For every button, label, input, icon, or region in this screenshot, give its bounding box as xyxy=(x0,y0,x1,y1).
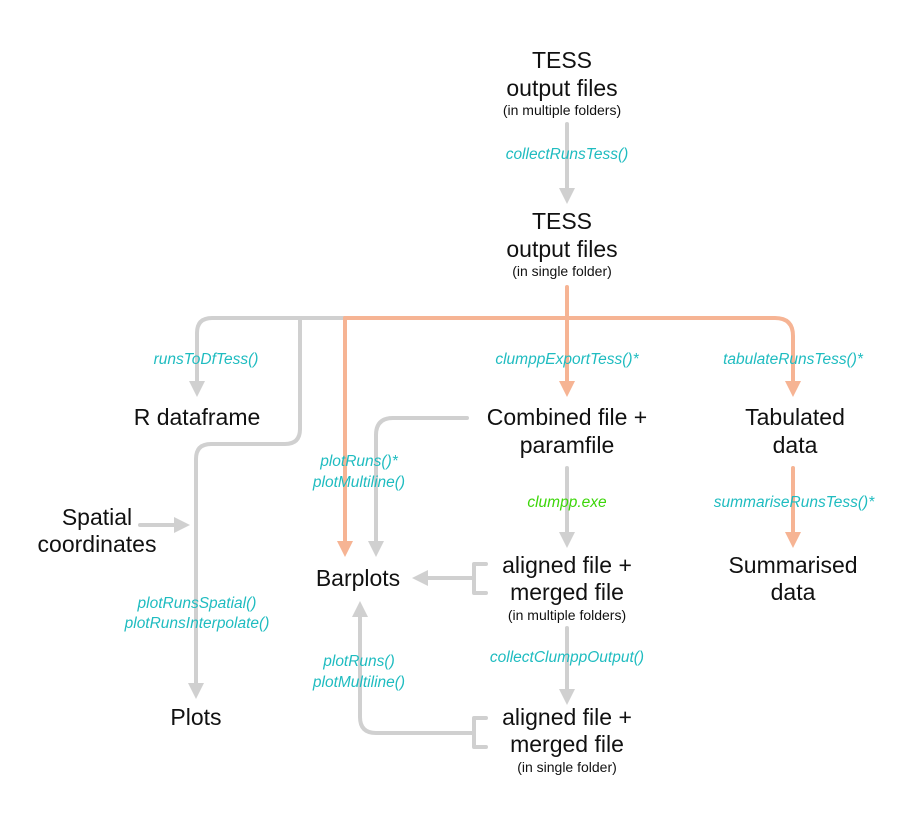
label-collect-clumpp-output: collectClumppOutput() xyxy=(490,649,644,666)
svg-text:merged file: merged file xyxy=(510,579,624,605)
label-clumpp-exe: clumpp.exe xyxy=(527,494,607,511)
svg-text:(in multiple folders): (in multiple folders) xyxy=(508,607,626,623)
svg-text:(in multiple folders): (in multiple folders) xyxy=(503,102,621,118)
svg-text:Summarised: Summarised xyxy=(728,552,857,578)
label-plot-multiline: plotMultiline() xyxy=(312,674,405,691)
label-plot-multiline-star: plotMultiline() xyxy=(312,474,405,491)
svg-text:(in single folder): (in single folder) xyxy=(512,263,612,279)
svg-text:TESS: TESS xyxy=(532,208,592,234)
svg-text:Plots: Plots xyxy=(170,704,221,730)
node-tess-multiple-folders: TESS output files (in multiple folders) xyxy=(503,47,621,118)
svg-text:coordinates: coordinates xyxy=(38,531,157,557)
edge-aligned-single-to-barplots xyxy=(352,601,476,735)
svg-text:output files: output files xyxy=(506,236,617,262)
node-spatial-coordinates: Spatial coordinates xyxy=(38,504,157,557)
svg-text:paramfile: paramfile xyxy=(520,432,615,458)
label-runs-to-df-tess: runsToDfTess() xyxy=(154,351,259,368)
label-plot-runs: plotRuns() xyxy=(322,653,395,670)
node-aligned-multiple-folders: aligned file + merged file (in multiple … xyxy=(502,552,632,623)
edge-to-plots xyxy=(188,316,302,699)
node-r-dataframe: R dataframe xyxy=(134,404,261,430)
label-summarise-runs-tess: summariseRunsTess()* xyxy=(714,494,875,511)
svg-text:TESS: TESS xyxy=(532,47,592,73)
node-combined-file: Combined file + paramfile xyxy=(487,404,647,458)
svg-text:Tabulated: Tabulated xyxy=(745,404,845,430)
label-tabulate-runs-tess: tabulateRunsTess()* xyxy=(723,351,864,368)
svg-text:data: data xyxy=(771,579,816,605)
svg-text:Combined file +: Combined file + xyxy=(487,404,647,430)
svg-text:output files: output files xyxy=(506,75,617,101)
svg-text:aligned file +: aligned file + xyxy=(502,552,632,578)
edge-to-r-dataframe xyxy=(189,316,347,397)
label-plot-runs-interpolate: plotRunsInterpolate() xyxy=(124,615,270,632)
svg-text:data: data xyxy=(773,432,818,458)
label-collect-runs-tess: collectRunsTess() xyxy=(506,146,629,163)
edge-combined-to-barplots xyxy=(368,416,469,557)
edge-orange-bar xyxy=(343,316,801,397)
svg-text:Barplots: Barplots xyxy=(316,565,400,591)
svg-text:merged file: merged file xyxy=(510,731,624,757)
svg-text:R dataframe: R dataframe xyxy=(134,404,261,430)
svg-text:Spatial: Spatial xyxy=(62,504,132,530)
node-aligned-single-folder: aligned file + merged file (in single fo… xyxy=(502,704,632,775)
label-plot-runs-spatial: plotRunsSpatial() xyxy=(137,595,257,612)
node-summarised-data: Summarised data xyxy=(728,552,857,605)
node-barplots: Barplots xyxy=(316,565,400,591)
label-plot-runs-star: plotRuns()* xyxy=(319,453,398,470)
svg-text:(in single folder): (in single folder) xyxy=(517,759,617,775)
node-plots: Plots xyxy=(170,704,221,730)
node-tess-single-folder: TESS output files (in single folder) xyxy=(506,208,617,279)
label-clumpp-export-tess: clumppExportTess()* xyxy=(495,351,639,368)
node-tabulated-data: Tabulated data xyxy=(745,404,845,458)
svg-text:aligned file +: aligned file + xyxy=(502,704,632,730)
